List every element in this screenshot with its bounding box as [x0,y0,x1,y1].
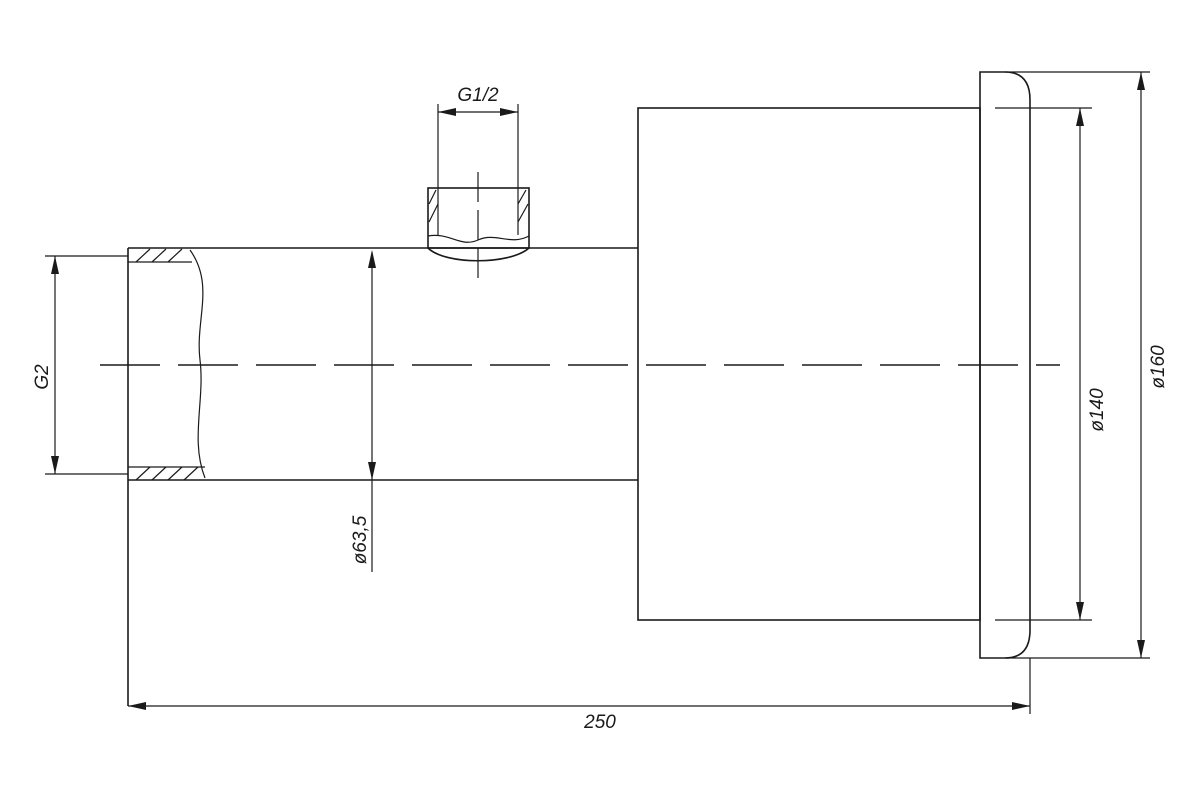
g1-2-fitting [427,172,530,278]
dimension-label-250: 250 [583,712,616,733]
dimension-label-d160: ø160 [1148,345,1169,389]
dimension-label-d140: ø140 [1087,388,1108,432]
dimension-g2: G2 [32,255,128,475]
dimension-g1-2: G1/2 [437,85,519,188]
dimension-label-g1-2: G1/2 [457,85,499,106]
dimension-d140: ø140 [995,107,1108,621]
dimension-250: 250 [128,658,1031,733]
pipe-body [127,247,638,706]
dimension-label-d63-5: ø63,5 [350,515,371,564]
dimension-d63-5: ø63,5 [350,250,376,572]
housing [637,107,981,621]
dimension-d160: ø160 [1005,71,1169,659]
dimension-label-g2: G2 [32,364,53,390]
g2-thread-hatching [128,248,205,481]
